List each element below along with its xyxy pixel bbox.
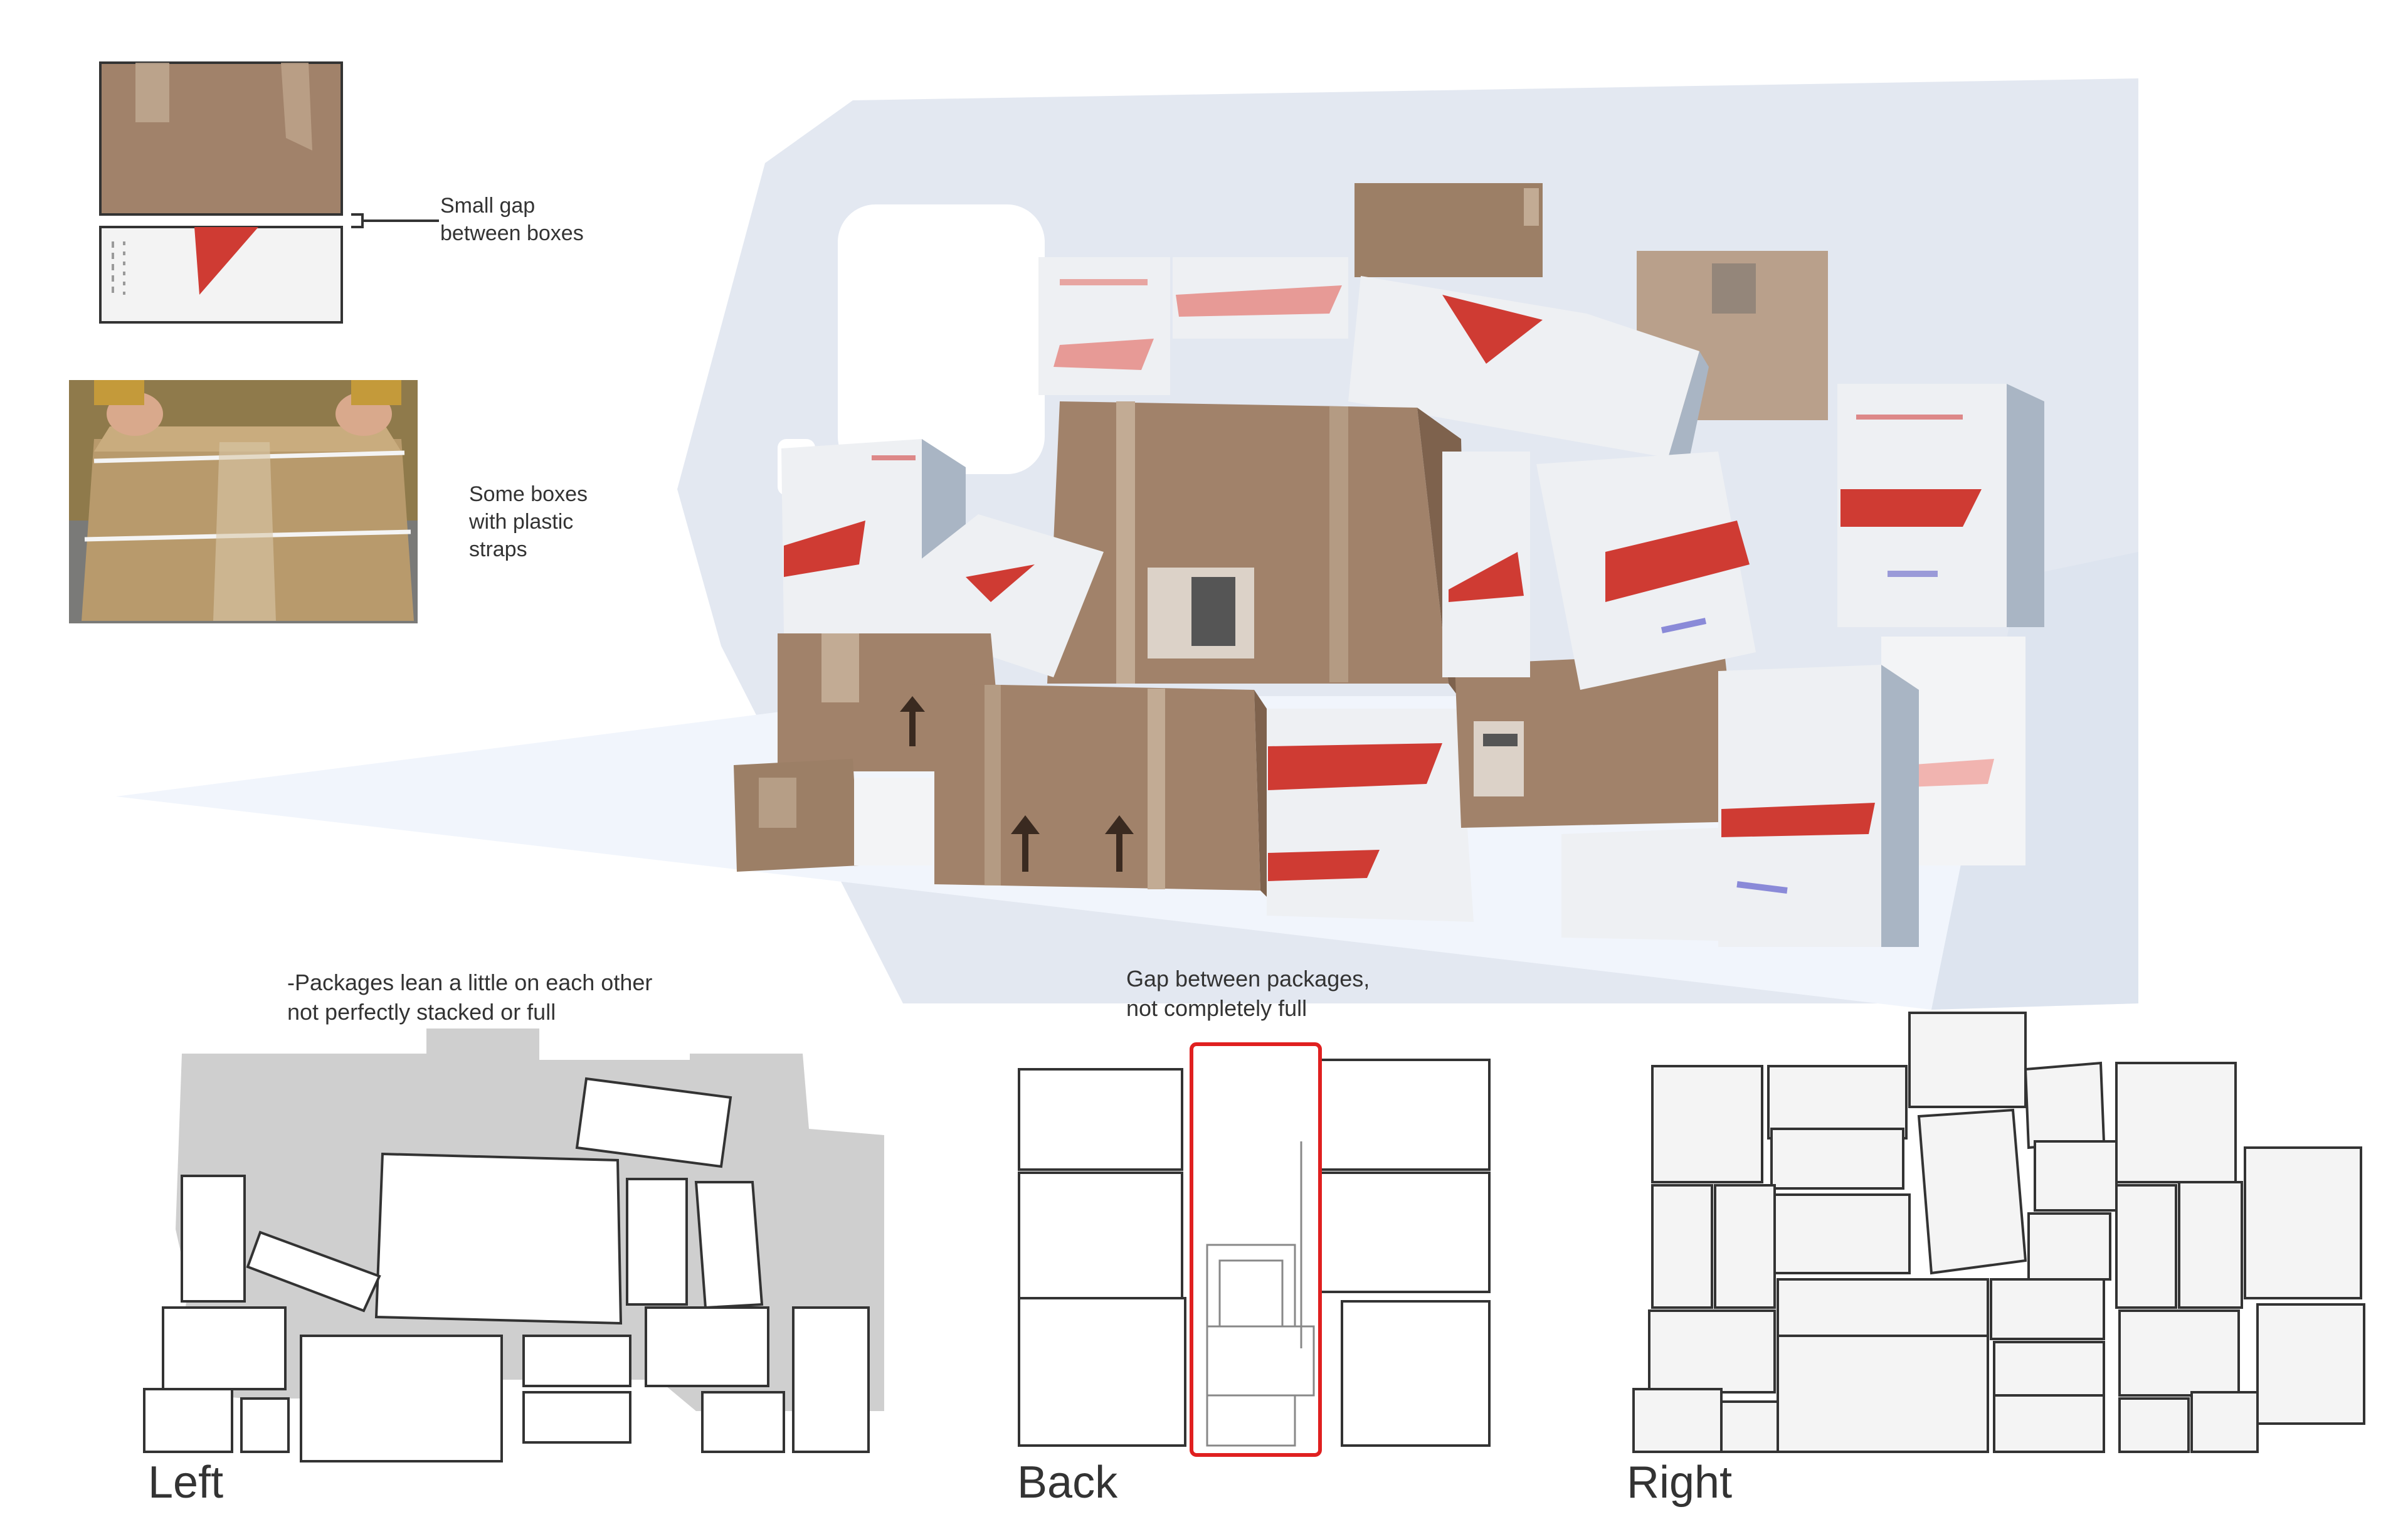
right-view-boxes [1632, 1012, 2365, 1453]
reference-tape-left [135, 63, 169, 122]
box-back-white-2 [1173, 257, 1348, 339]
box-center-right-cardboard [1455, 652, 1743, 828]
back-view [1018, 1042, 1491, 1457]
gap-reference [99, 61, 439, 324]
strap-photo-sleeve-left [94, 380, 144, 405]
box-bottom-small-cardboard [734, 759, 859, 872]
box-lower-right-white-2 [1561, 828, 1718, 941]
package-pile [734, 183, 2044, 947]
strap-photo [69, 380, 418, 623]
back-view-label: Back [1017, 1457, 1118, 1508]
strap-photo-box-top [94, 426, 401, 452]
box-back-cardboard-1 [1354, 183, 1543, 277]
box-tilted-white-mid [1442, 452, 1530, 677]
reference-tape-right [281, 63, 312, 151]
gap-highlight-box [1190, 1042, 1322, 1457]
right-view-label: Right [1627, 1457, 1733, 1508]
strap-photo-tape [213, 442, 276, 621]
left-view [143, 1029, 884, 1462]
van-wall-shadow [1931, 552, 2138, 1010]
van-window [838, 204, 1045, 474]
box-center-right-white-2 [1267, 828, 1474, 922]
left-view-label: Left [148, 1457, 224, 1508]
lean-note: -Packages lean a little on each other no… [287, 970, 653, 1025]
reference-label-lines [112, 241, 125, 295]
left-view-boxes [143, 1077, 870, 1462]
box-back-white-1 [1038, 257, 1170, 395]
box-center-lower-cardboard [934, 684, 1267, 897]
right-view [1632, 1012, 2365, 1453]
box-right-tall-white [1837, 384, 2044, 627]
box-tilted-white-top [1348, 276, 1709, 470]
box-lower-right-white-1 [1718, 665, 1919, 947]
box-tilted-white-right [1536, 452, 1756, 690]
back-view-boxes [1018, 1059, 1491, 1447]
gap-note: Small gap between boxes [440, 194, 584, 246]
box-large-cardboard [1047, 401, 1467, 709]
strap-note: Some boxes with plastic straps [469, 482, 588, 562]
reference-red-mark [194, 227, 258, 295]
box-center-right-white-1 [1267, 709, 1467, 828]
gap-full-note: Gap between packages, not completely ful… [1126, 966, 1370, 1021]
gap-bracket [351, 213, 439, 228]
strap-photo-sleeve-right [351, 380, 401, 405]
box-bottom-small-white [854, 778, 932, 865]
